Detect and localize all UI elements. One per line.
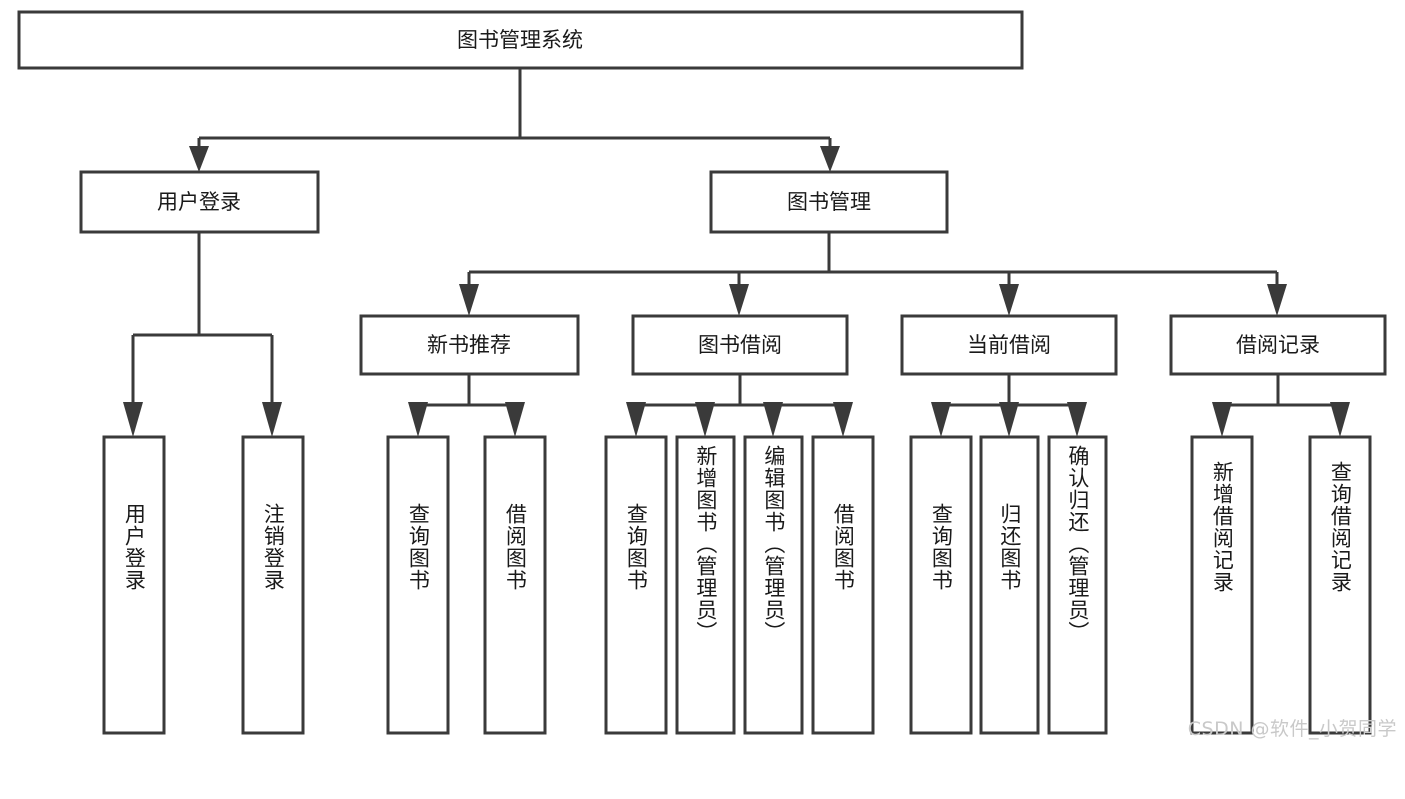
- arrow-head-current-borrow-leaf2: [1067, 402, 1087, 437]
- leaf-box-borrow-record-0[interactable]: [1190, 435, 1254, 735]
- node-borrow-record-box[interactable]: [1169, 314, 1387, 376]
- node-user-login-label: 用户登录: [157, 190, 241, 214]
- leaf-box-new-book-1[interactable]: [483, 435, 547, 735]
- arrow-head-root-to-user-login: [189, 146, 209, 172]
- leaf-box-new-book-0[interactable]: [386, 435, 450, 735]
- arrow-head-current-borrow-leaf1: [999, 402, 1019, 437]
- arrow-head-borrow-record-leaf1: [1330, 402, 1350, 437]
- node-borrow-record-label: 借阅记录: [1236, 333, 1320, 357]
- flowchart-diagram: 图书管理系统 用户登录 图书管理: [17, 10, 1397, 740]
- arrow-head-root-to-book-mgmt: [820, 146, 840, 172]
- arrow-head-to-borrow-record: [1267, 284, 1287, 316]
- arrow-head-book-borrow-leaf1: [695, 402, 715, 437]
- arrow-head-book-borrow-leaf0: [626, 402, 646, 437]
- arrow-head-user-login-leaf1: [123, 402, 143, 437]
- arrow-head-to-new-book: [459, 284, 479, 316]
- arrow-head-user-login-leaf2: [262, 402, 282, 437]
- arrow-head-new-book-leaf0: [408, 402, 428, 437]
- leaf-box-current-borrow-1[interactable]: [979, 435, 1040, 735]
- node-current-borrow-label: 当前借阅: [967, 333, 1051, 357]
- node-book-borrow-box[interactable]: [631, 314, 849, 376]
- node-new-book-recommend-label: 新书推荐: [427, 333, 511, 357]
- leaf-box-book-borrow-3[interactable]: [811, 435, 875, 735]
- node-root-box[interactable]: [17, 10, 1024, 70]
- arrow-head-to-current-borrow: [999, 284, 1019, 316]
- node-book-management-label: 图书管理: [787, 190, 871, 214]
- arrow-head-current-borrow-leaf0: [931, 402, 951, 437]
- csdn-watermark: CSDN @软件_小贺同学: [1187, 718, 1397, 740]
- leaf-box-current-borrow-0[interactable]: [909, 435, 973, 735]
- arrow-head-new-book-leaf1: [505, 402, 525, 437]
- node-book-borrow-label: 图书借阅: [698, 333, 782, 357]
- leaf-box-user-login-1[interactable]: [241, 435, 305, 735]
- leaf-box-book-borrow-0[interactable]: [604, 435, 668, 735]
- node-new-book-recommend-box[interactable]: [359, 314, 580, 376]
- leaf-box-book-borrow-2[interactable]: [743, 435, 804, 735]
- leaf-box-user-login-0[interactable]: [102, 435, 166, 735]
- node-root-label: 图书管理系统: [457, 28, 583, 52]
- node-current-borrow-box[interactable]: [900, 314, 1118, 376]
- node-book-management-box[interactable]: [709, 170, 949, 234]
- flowchart-svg-canvas: 图书管理系统 用户登录 图书管理: [17, 10, 1387, 735]
- arrow-head-book-borrow-leaf3: [833, 402, 853, 437]
- arrow-head-borrow-record-leaf0: [1212, 402, 1232, 437]
- leaf-box-book-borrow-1[interactable]: [675, 435, 736, 735]
- arrow-head-book-borrow-leaf2: [763, 402, 783, 437]
- arrow-head-to-book-borrow: [729, 284, 749, 316]
- leaf-box-borrow-record-1[interactable]: [1308, 435, 1372, 735]
- leaf-box-current-borrow-2[interactable]: [1047, 435, 1108, 735]
